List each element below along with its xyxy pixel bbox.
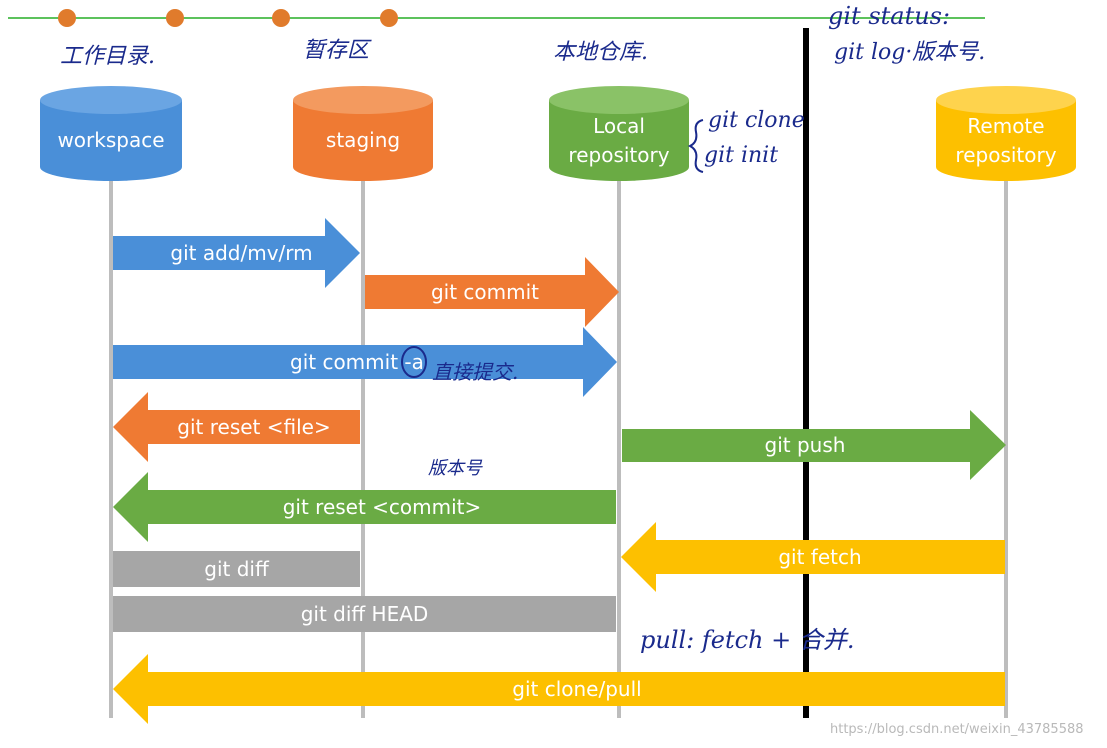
bar-git-diff-head: git diff HEAD (113, 596, 616, 632)
note-pull: pull: fetch + 合并. (640, 626, 855, 654)
node-local-label-1: Local (593, 114, 645, 138)
arrow-git-commit (365, 257, 619, 327)
arrow-git-clone-pull (113, 654, 1005, 724)
label-git-commit-a: git commit -a (290, 350, 424, 374)
node-remote: Remote repository (936, 112, 1076, 172)
node-staging: staging (293, 124, 433, 158)
top-dot-1 (58, 9, 76, 27)
label-git-reset-file: git reset <file> (177, 415, 331, 439)
note-git-clone: git clone (708, 108, 805, 133)
arrow-git-commit-a (113, 327, 617, 397)
cylinder-workspace (40, 86, 182, 181)
label-git-clone-pull: git clone/pull (512, 677, 642, 701)
arrow-git-push (622, 410, 1006, 480)
cylinder-staging (293, 86, 433, 181)
cylinder-remote (936, 86, 1076, 181)
node-staging-label: staging (325, 128, 401, 152)
label-git-push: git push (764, 433, 846, 457)
node-remote-label-2: repository (955, 143, 1057, 167)
arrow-git-reset-file (113, 392, 360, 462)
top-dot-3 (272, 9, 290, 27)
node-local: Local repository (549, 112, 689, 172)
arrow-git-add (113, 218, 360, 288)
label-git-add: git add/mv/rm (170, 241, 313, 265)
note-version: 版本号 (428, 458, 482, 479)
note-commit-direct: 直接提交. (432, 360, 519, 384)
brace-mark (687, 119, 704, 173)
label-git-commit: git commit (430, 280, 540, 304)
circle-mark (401, 346, 427, 378)
arrow-git-reset-commit (113, 472, 616, 542)
node-local-label-2: repository (568, 143, 670, 167)
node-remote-label-1: Remote (967, 114, 1045, 138)
node-workspace-label: workspace (57, 128, 165, 152)
note-git-status: git status: (828, 2, 951, 30)
watermark: https://blog.csdn.net/weixin_43785588 (830, 722, 1084, 737)
bar-git-diff: git diff (113, 551, 360, 587)
note-workspace: 工作目录. (60, 44, 155, 69)
cylinder-local (549, 86, 689, 181)
note-git-log: git log·版本号. (834, 40, 986, 65)
note-local: 本地仓库. (553, 40, 648, 65)
top-dot-4 (380, 9, 398, 27)
arrow-git-fetch (621, 522, 1005, 592)
node-workspace: workspace (40, 124, 182, 158)
label-git-reset-commit: git reset <commit> (282, 495, 482, 519)
label-git-fetch: git fetch (778, 545, 862, 569)
top-dot-2 (166, 9, 184, 27)
note-git-init: git init (704, 143, 779, 168)
note-staging: 暂存区 (303, 38, 370, 63)
